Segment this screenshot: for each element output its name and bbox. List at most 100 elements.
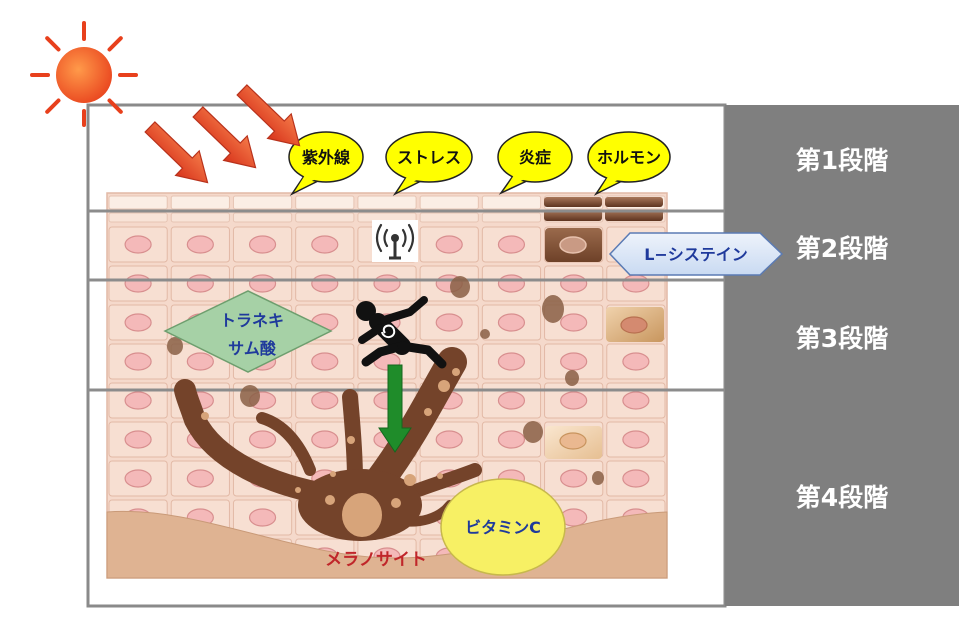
melanin-granule [167, 337, 183, 355]
surface-cell [357, 195, 417, 210]
stage-4-label: 第4段階 [796, 483, 888, 512]
surface-cell [419, 212, 479, 223]
surface-cell [481, 212, 542, 223]
bubble-seam [400, 175, 421, 188]
l-cysteine-text: L−システイン [644, 245, 748, 264]
signal-wave [407, 223, 415, 253]
runner-swirl [381, 324, 396, 338]
uv-arrows [144, 84, 301, 184]
cell-nucleus [124, 274, 152, 293]
melanocyte-nucleus [342, 493, 382, 537]
vitamin-c-circle [440, 478, 566, 576]
sun-ray [107, 36, 123, 52]
cell-nucleus [124, 352, 152, 371]
signal-wave [401, 228, 407, 248]
melanin-granule [450, 276, 470, 298]
melanocyte [174, 347, 482, 541]
melanosome [424, 408, 432, 416]
surface-cell [295, 195, 355, 210]
uv-arrow-icon [192, 106, 257, 169]
cell-nucleus [560, 313, 588, 332]
surface-cell [481, 195, 542, 210]
melanosome [438, 380, 450, 392]
melanosome [330, 471, 336, 477]
cell-nucleus [124, 391, 152, 410]
cell-nucleus [497, 430, 526, 449]
cell-nucleus [497, 352, 526, 371]
bubble-body [385, 131, 473, 183]
pigmented-cell [545, 426, 602, 459]
surface-cell [419, 195, 479, 210]
tranexamic-text-line1: トラネキ [220, 311, 284, 330]
pigmented-flat-cell [605, 210, 663, 221]
stage-2-label: 第2段階 [796, 234, 888, 263]
cell-nucleus [124, 430, 152, 449]
cell-nucleus [622, 352, 650, 371]
bubble-body [288, 131, 364, 183]
uv-arrow-icon [144, 121, 209, 184]
cell-nucleus [124, 235, 152, 254]
melanosome [201, 412, 209, 420]
cell-nucleus [373, 274, 401, 293]
runner-head [356, 301, 376, 321]
pigmented-flat-cell [544, 210, 602, 221]
surface-cell [108, 212, 168, 223]
melanocyte-label: メラノサイト [325, 550, 427, 570]
bubble-uv-text: 紫外線 [302, 148, 350, 167]
cell-nucleus [622, 391, 650, 410]
melanosome [347, 436, 355, 444]
melanin-granule [240, 385, 260, 407]
vitamin-c-label: ビタミンC [440, 478, 566, 576]
runner-leg [361, 341, 407, 367]
bubble-uv: 紫外線 [288, 131, 364, 196]
runner-icon [356, 296, 447, 369]
down-arrow-icon [378, 364, 412, 453]
tranexamic-acid-label: トラネキ サム酸 [163, 290, 333, 373]
cell-nucleus [560, 391, 588, 410]
cell-nucleus [186, 235, 214, 254]
melanocyte-dendrite [174, 379, 341, 506]
surface-cell [232, 212, 293, 223]
vitamin-c-text: ビタミンC [465, 518, 541, 537]
bubble-body [497, 131, 573, 183]
sun-ray [107, 98, 123, 114]
melanocyte-dendrite [365, 347, 467, 495]
melanin-granule [523, 421, 543, 443]
melanosome [325, 495, 335, 505]
surface-cell [295, 212, 355, 223]
melanin-granule [592, 471, 604, 485]
stage-panel [725, 105, 959, 606]
stage-1-label: 第1段階 [796, 146, 888, 175]
antenna-dot [391, 234, 399, 242]
cell-nucleus [248, 430, 277, 449]
bubble-seam [297, 175, 318, 188]
cell-nucleus [248, 235, 277, 254]
pigmented-cell-nucleus [620, 316, 648, 334]
sun-ray [45, 98, 61, 114]
melanosome [437, 473, 443, 479]
cell-nucleus [622, 274, 650, 293]
runner-leg [397, 341, 447, 369]
antenna-icon [372, 220, 418, 262]
cell-nucleus [248, 508, 277, 527]
cell-nucleus [497, 313, 526, 332]
cell-nucleus [560, 469, 588, 488]
melanin-granule [565, 370, 579, 386]
pigmented-cell [606, 307, 664, 342]
cell-nucleus [497, 235, 526, 254]
melanin-granule [480, 329, 490, 339]
surface-cell [232, 195, 293, 210]
cell-nucleus [497, 274, 526, 293]
cell-nucleus [560, 352, 588, 371]
cell-nucleus [124, 469, 152, 488]
cell-nucleus [311, 391, 339, 410]
bubble-inflammation-text: 炎症 [519, 148, 551, 167]
pigmented-cell-nucleus [559, 236, 587, 254]
cell-nucleus [186, 274, 214, 293]
surface-cell [108, 195, 168, 210]
uv-arrow-icon [236, 84, 301, 147]
cell-nucleus [311, 352, 339, 371]
cell-nucleus [311, 430, 339, 449]
sun-icon [30, 21, 138, 127]
